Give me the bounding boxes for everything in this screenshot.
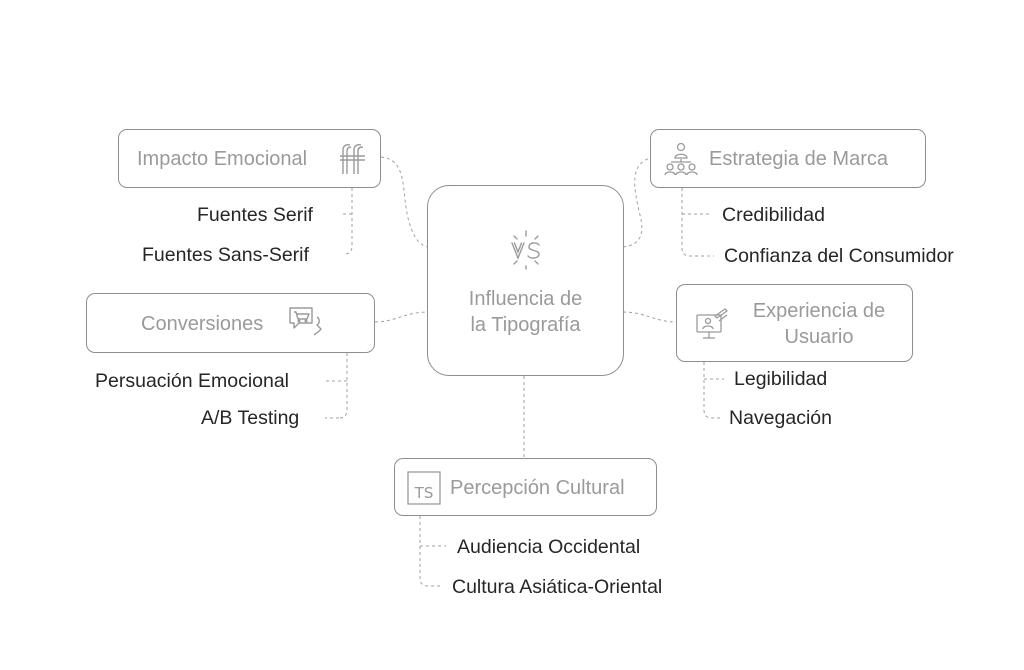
leaf-persuacion-emocional: Persuación Emocional <box>95 370 290 392</box>
svg-text:TS: TS <box>414 484 434 502</box>
leaf-credibilidad: Credibilidad <box>722 204 825 226</box>
connector-center-conversiones <box>374 311 429 323</box>
branch-experiencia-label: Experiencia de Usuario <box>733 298 905 350</box>
leaf-navegacion: Navegación <box>729 407 832 429</box>
branch-impacto-label: Impacto Emocional <box>137 148 308 170</box>
monitor-user-icon <box>696 308 728 339</box>
leaf-fuentes-serif: Fuentes Serif <box>197 204 313 226</box>
branch-experiencia-label-line2: Usuario <box>784 326 854 348</box>
leaf-legibilidad: Legibilidad <box>734 368 828 390</box>
vs-icon <box>510 229 540 270</box>
branch-impacto-emocional: Impacto Emocional <box>118 129 381 188</box>
branch-percepcion-cultural: TS Percepción Cultural <box>394 458 657 516</box>
connector-experiencia-children <box>703 362 720 419</box>
ff-ligature-icon <box>340 144 365 174</box>
connector-impacto-children <box>343 188 353 255</box>
branch-percepcion-label: Percepción Cultural <box>450 477 625 499</box>
branch-experiencia-de-usuario: Experiencia de Usuario <box>676 284 913 362</box>
center-node: Influencia de la Tipografía <box>427 185 624 376</box>
center-title-line2: la Tipografía <box>470 313 581 336</box>
connector-center-estrategia <box>622 157 651 248</box>
connector-center-experiencia <box>622 311 678 323</box>
leaf-ab-testing: A/B Testing <box>201 407 300 429</box>
cart-speech-bubble-icon <box>289 307 322 336</box>
leaf-fuentes-sans-serif: Fuentes Sans-Serif <box>142 244 309 266</box>
branch-estrategia-label: Estrategia de Marca <box>709 148 888 170</box>
people-hierarchy-icon <box>664 142 698 176</box>
connector-conversiones-children <box>338 353 348 419</box>
branch-estrategia-de-marca: Estrategia de Marca <box>650 129 926 188</box>
connector-estrategia-children <box>681 188 714 257</box>
connector-center-impacto <box>380 156 429 248</box>
connector-percepcion-children <box>419 516 440 587</box>
leaf-cultura-asiatica-oriental: Cultura Asiática-Oriental <box>452 576 663 598</box>
center-title-line1: Influencia de <box>468 287 583 310</box>
branch-conversiones-label: Conversiones <box>141 313 264 335</box>
ts-icon: TS <box>407 471 441 505</box>
branch-experiencia-label-line1: Experiencia de <box>752 300 886 322</box>
center-title: Influencia de la Tipografía <box>469 286 582 338</box>
branch-conversiones: Conversiones <box>86 293 375 353</box>
leaf-audiencia-occidental: Audiencia Occidental <box>457 536 641 558</box>
leaf-confianza-del-consumidor: Confianza del Consumidor <box>724 245 954 267</box>
